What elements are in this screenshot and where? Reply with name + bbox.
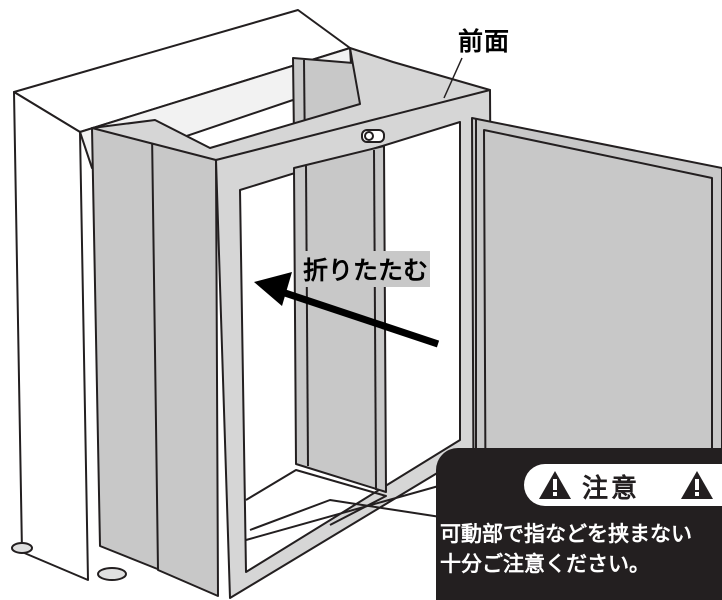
caution-title: 注意 xyxy=(582,474,641,504)
caution-line-2: 十分ご注意ください。 xyxy=(440,552,650,576)
fold-arrow-head xyxy=(254,272,292,306)
folding-panel-2 xyxy=(151,131,219,597)
fold-label: 折りたたむ xyxy=(301,251,431,287)
caution-line-1: 可動部で指などを挟まない xyxy=(440,522,692,546)
foot-right xyxy=(97,567,127,581)
fold-arrow-shaft xyxy=(280,288,440,348)
top-rail xyxy=(91,47,491,161)
front-leader-line xyxy=(443,57,463,99)
front-label: 前面 xyxy=(458,27,511,56)
warning-icon xyxy=(539,471,571,499)
folding-panel-1 xyxy=(91,127,161,571)
caution-title-pill: 注意 xyxy=(524,464,722,506)
cabinet-side xyxy=(13,91,89,581)
warning-icon xyxy=(681,471,713,499)
inner-panel xyxy=(293,145,387,493)
foot-left xyxy=(11,542,33,554)
caution-box: 注意 可動部で指などを挟まない 十分ご注意ください。 xyxy=(436,448,722,600)
